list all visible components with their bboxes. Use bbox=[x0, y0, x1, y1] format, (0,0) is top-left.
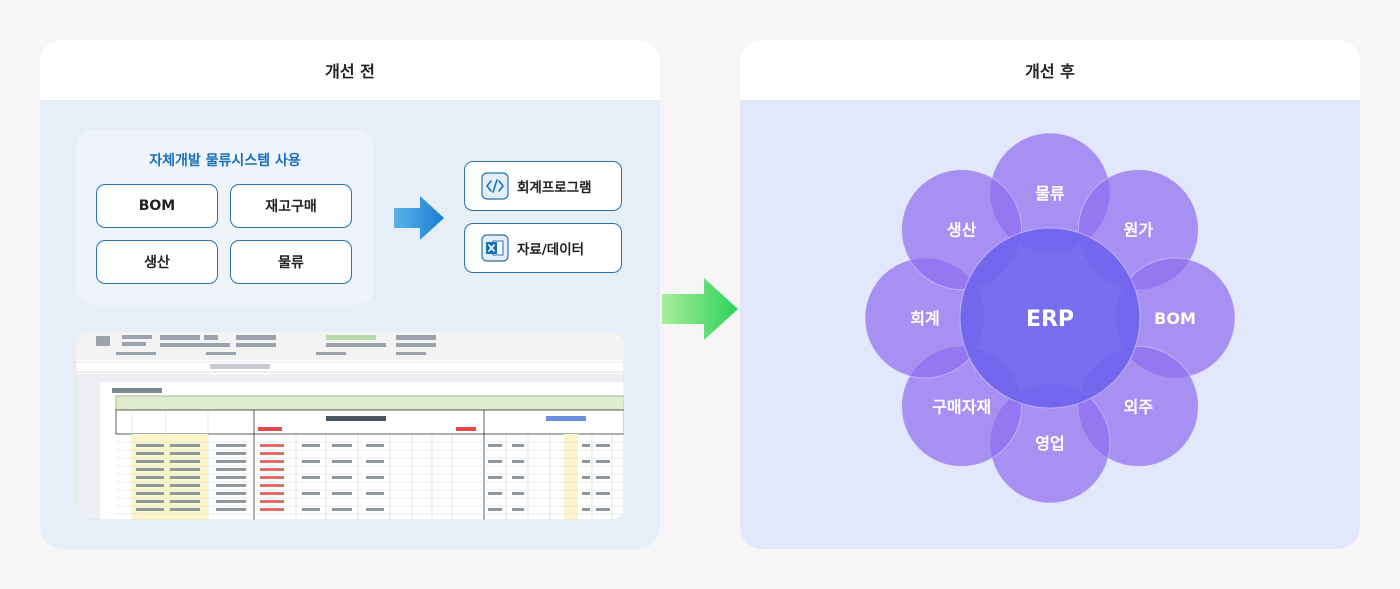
module-logistics: 물류 bbox=[230, 240, 352, 284]
module-bom: BOM bbox=[96, 184, 218, 228]
before-title: 개선 전 bbox=[40, 40, 660, 100]
in-house-system-box: 자체개발 물류시스템 사용 BOM 재고구매 생산 물류 bbox=[76, 130, 374, 305]
petal-label-purchasing-materials: 구매자재 bbox=[932, 397, 991, 416]
petal-label-bom: BOM bbox=[1154, 309, 1196, 328]
arrow-right-icon bbox=[662, 278, 738, 340]
accounting-program: 회계프로그램 bbox=[464, 161, 622, 211]
before-body: 자체개발 물류시스템 사용 BOM 재고구매 생산 물류 bbox=[40, 100, 660, 549]
data-files: 자료/데이터 bbox=[464, 223, 622, 273]
petal-label-outsourcing: 외주 bbox=[1124, 397, 1154, 416]
accounting-program-label: 회계프로그램 bbox=[517, 180, 592, 196]
after-title: 개선 후 bbox=[740, 40, 1360, 100]
module-inventory-purchase: 재고구매 bbox=[230, 184, 352, 228]
erp-center-circle bbox=[959, 227, 1141, 409]
spreadsheet-image bbox=[76, 332, 624, 520]
module-production: 생산 bbox=[96, 240, 218, 284]
petal-label-accounting: 회계 bbox=[910, 309, 939, 328]
petal-label-production: 생산 bbox=[947, 221, 977, 240]
petal-label-logistics: 물류 bbox=[1035, 184, 1065, 203]
before-panel: 개선 전 자체개발 물류시스템 사용 BOM 재고구매 생산 물류 bbox=[40, 40, 660, 549]
system-title: 자체개발 물류시스템 사용 bbox=[149, 153, 301, 169]
excel-icon bbox=[481, 234, 509, 262]
code-icon bbox=[481, 172, 509, 200]
petal-label-cost: 원가 bbox=[1124, 221, 1154, 240]
arrow-right-icon bbox=[394, 196, 444, 240]
petal-label-sales: 영업 bbox=[1035, 434, 1064, 453]
data-files-label: 자료/데이터 bbox=[517, 242, 585, 258]
spreadsheet-screenshot bbox=[76, 332, 624, 520]
erp-center-label: ERP bbox=[1026, 307, 1074, 332]
